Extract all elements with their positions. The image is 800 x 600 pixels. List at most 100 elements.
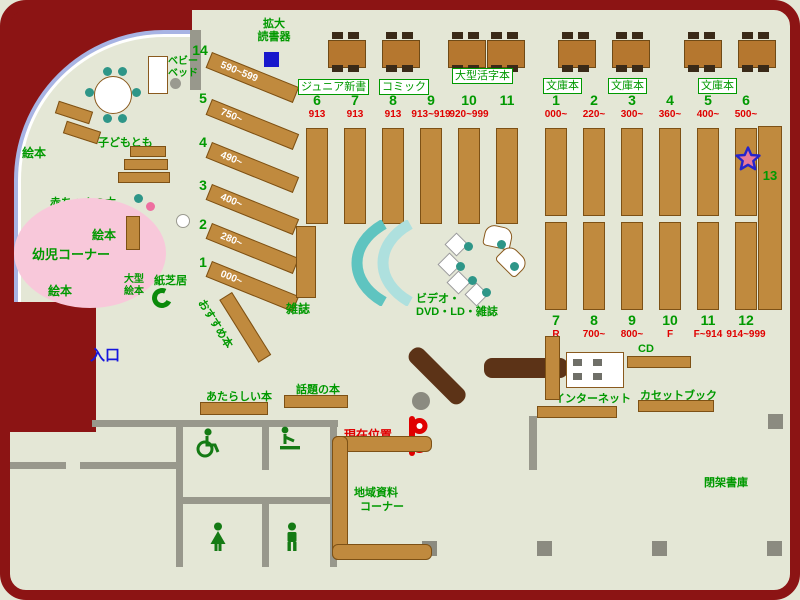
computer-icon bbox=[573, 373, 582, 380]
kids-steps bbox=[124, 159, 168, 170]
new-books-shelf bbox=[200, 402, 268, 415]
shelf-number: 5 bbox=[704, 92, 712, 108]
local-materials-line1: 地域資料 bbox=[354, 487, 398, 499]
shelf-number: 10 bbox=[461, 92, 477, 108]
kids-steps bbox=[130, 146, 166, 157]
closed-stacks-label: 閉架書庫 bbox=[704, 477, 748, 489]
baby-bed-label: ベビー ベッド bbox=[168, 56, 198, 80]
bookshelf bbox=[496, 128, 518, 224]
bookshelf bbox=[344, 128, 366, 224]
cassette-label: カセットブック bbox=[640, 390, 717, 402]
new-books-label: あたらしい本 bbox=[206, 391, 272, 403]
shelf-range: 490~ bbox=[218, 149, 244, 169]
bookshelf bbox=[537, 406, 617, 418]
stool bbox=[176, 214, 190, 228]
internet-label: インターネット bbox=[554, 393, 631, 405]
bookshelf bbox=[420, 128, 442, 224]
bookshelf bbox=[621, 222, 643, 310]
shelf-number: 4 bbox=[666, 92, 674, 108]
shelf-number: 5 bbox=[199, 90, 207, 106]
kids-steps bbox=[118, 172, 170, 183]
large-picture-books-label: 大型 絵本 bbox=[124, 274, 144, 298]
shelf-number: 11 bbox=[700, 312, 716, 328]
shelf-code: F bbox=[666, 329, 674, 340]
shelf-number: 2 bbox=[590, 92, 598, 108]
reading-table bbox=[558, 32, 596, 68]
chair-dot bbox=[510, 262, 519, 271]
chair-dot bbox=[118, 114, 127, 123]
reading-table bbox=[382, 32, 420, 68]
picture-books-label: 絵本 bbox=[22, 146, 47, 160]
shelf-number: 1 bbox=[552, 92, 560, 108]
internet-desk bbox=[566, 352, 624, 388]
large-picture-books-line2: 絵本 bbox=[124, 286, 144, 297]
shelf-code: 913 bbox=[308, 109, 326, 120]
baby-bed-line1: ベビー bbox=[168, 56, 198, 67]
pillar bbox=[768, 414, 783, 429]
chair-dot bbox=[464, 242, 473, 251]
shelf-code: 913~919 bbox=[411, 109, 451, 120]
reading-table bbox=[738, 32, 776, 68]
header-bunko-2: 文庫本 bbox=[608, 78, 647, 94]
computer-icon bbox=[573, 359, 582, 366]
shelf-number: 12 bbox=[738, 312, 754, 328]
shelf-code: 913 bbox=[346, 109, 364, 120]
bookshelf-13 bbox=[758, 126, 782, 310]
wall bbox=[529, 416, 537, 470]
shelf-number: 3 bbox=[199, 177, 207, 193]
computer-icon bbox=[593, 373, 602, 380]
bookshelf-diagonal: 590~599 bbox=[205, 52, 300, 103]
video-label-line2: DVD・LD・雑誌 bbox=[416, 306, 498, 318]
header-bunko-1: 文庫本 bbox=[543, 78, 582, 94]
cd-label: CD bbox=[638, 343, 654, 355]
chair-dot bbox=[132, 88, 141, 97]
magnifier-reader-label: 拡大 読書器 bbox=[248, 18, 300, 44]
entrance-wall bbox=[8, 302, 96, 432]
reading-table bbox=[612, 32, 650, 68]
large-picture-books-line1: 大型 bbox=[124, 274, 144, 285]
shelf-number: 6 bbox=[313, 92, 321, 108]
picture-books-label: 絵本 bbox=[92, 228, 117, 242]
shelf-code: 800~ bbox=[620, 329, 644, 340]
kamishibai-label: 紙芝居 bbox=[154, 275, 187, 287]
shelf-number: 8 bbox=[389, 92, 397, 108]
bookshelf bbox=[583, 128, 605, 216]
cassette-shelf bbox=[638, 400, 714, 412]
bookshelf bbox=[659, 222, 681, 310]
shelf-code: 360~ bbox=[658, 109, 682, 120]
shelf-range: 000~ bbox=[218, 268, 244, 288]
local-materials-line2: コーナー bbox=[360, 501, 404, 513]
chair-dot bbox=[103, 114, 112, 123]
entrance-label: 入口 bbox=[90, 347, 121, 364]
bookshelf bbox=[545, 128, 567, 216]
reading-table bbox=[448, 32, 486, 68]
wall bbox=[80, 462, 176, 469]
local-materials-counter bbox=[332, 436, 348, 560]
chair-dot bbox=[103, 67, 112, 76]
shelf-code: 914~999 bbox=[726, 329, 766, 340]
bookshelf bbox=[306, 128, 328, 224]
pillar bbox=[767, 541, 782, 556]
pillar bbox=[537, 541, 552, 556]
magnifier-reader-line2: 読書器 bbox=[257, 31, 291, 43]
shelf-code: 913 bbox=[384, 109, 402, 120]
stool bbox=[170, 78, 181, 89]
reading-table bbox=[487, 32, 525, 68]
bookshelf bbox=[126, 216, 140, 250]
shelf-range: 590~599 bbox=[218, 59, 260, 85]
shelf-code: 300~ bbox=[620, 109, 644, 120]
wall bbox=[262, 497, 269, 567]
wall bbox=[176, 497, 338, 504]
bookshelf bbox=[735, 222, 757, 310]
header-junior-shinsho: ジュニア新書 bbox=[298, 79, 370, 95]
bookshelf bbox=[545, 336, 560, 400]
shelf-number: 3 bbox=[628, 92, 636, 108]
round-pillar bbox=[412, 392, 430, 410]
chair-dot bbox=[497, 240, 506, 249]
shelf-number: 7 bbox=[552, 312, 560, 328]
header-large-print: 大型活字本 bbox=[452, 68, 513, 84]
magnifier-reader-device bbox=[264, 52, 279, 67]
toddler-corner-label: 幼児コーナー bbox=[32, 247, 111, 262]
shelf-code: 000~ bbox=[544, 109, 568, 120]
